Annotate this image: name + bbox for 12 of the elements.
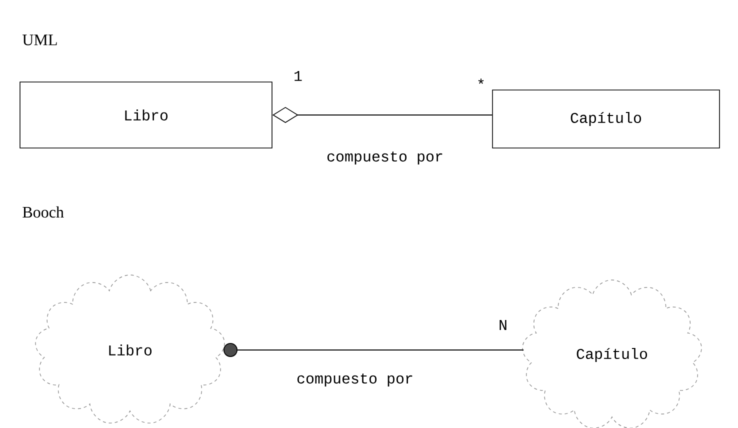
multiplicity-label: N xyxy=(500,320,506,330)
class-cloud: Libro xyxy=(35,274,225,424)
class-cloud: Capítulo xyxy=(522,280,702,428)
multiplicity-label: * xyxy=(478,78,484,84)
class-box: Capítulo xyxy=(492,90,720,148)
class-box: Libro xyxy=(20,82,272,148)
edge-label: compuesto por xyxy=(326,150,445,166)
association-line xyxy=(223,343,524,357)
section-heading: UML xyxy=(22,34,57,46)
edge-label: compuesto por xyxy=(296,372,415,388)
multiplicity-label: 1 xyxy=(294,71,302,81)
section-heading: Booch xyxy=(22,206,64,218)
